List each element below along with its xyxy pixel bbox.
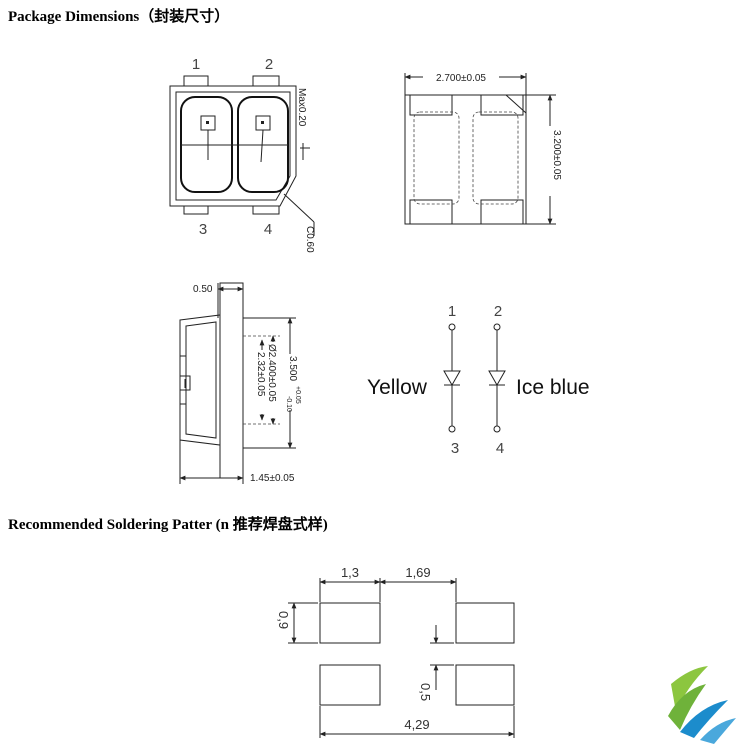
bottom-dim-label: 1.45±0.05 <box>250 473 295 484</box>
length-tol-plus: +0.05 <box>294 386 301 404</box>
schematic-pin-4: 4 <box>496 440 504 457</box>
diameter-label: Ø2.400±0.05 <box>266 344 277 402</box>
schematic-pin-2: 2 <box>494 303 502 320</box>
schematic-diagram: 1 2 3 4 Yellow Ice blue <box>367 303 590 457</box>
schematic-pin-3: 3 <box>451 440 459 457</box>
back-pad-br <box>480 199 524 225</box>
solder-pad-tr <box>455 602 515 644</box>
chamfer-leader <box>283 193 315 223</box>
back-view-drawing: 2.700±0.05 3.200±0.05 <box>404 72 562 225</box>
die-right-dot <box>261 121 264 124</box>
max-thickness-label: Max0.20 <box>296 88 307 127</box>
side-view-drawing: 0.50 3.500 +0.05 -0.10 Ø2.400±0.05 2.32±… <box>179 282 301 484</box>
top-pin-2-label: 2 <box>265 56 273 73</box>
length-label: 3.500 <box>287 356 298 381</box>
wire-right <box>260 129 264 163</box>
soldering-pattern-heading: Recommended Soldering Patter (n 推荐焊盘式样) <box>8 517 328 533</box>
terminal-1 <box>448 323 456 331</box>
diode-ice-blue-icon <box>488 370 506 387</box>
pad-gap-label: 1,69 <box>405 565 430 580</box>
top-pin-3-label: 3 <box>199 221 207 238</box>
chamfer-label: C0.60 <box>304 226 315 253</box>
back-pad-bl <box>409 199 453 225</box>
pin1-tab <box>183 75 209 87</box>
top-view-drawing: 1 2 3 4 Max0.20 C0.60 <box>169 56 315 253</box>
width-label: 2.700±0.05 <box>436 73 486 84</box>
terminal-4 <box>493 425 501 433</box>
package-dimensions-heading: Package Dimensions（封装尺寸） <box>8 9 230 25</box>
ice-blue-label: Ice blue <box>516 376 590 399</box>
back-pad-right-dashed <box>472 111 519 205</box>
top-pin-4-label: 4 <box>264 221 272 238</box>
back-body-outline <box>404 94 527 225</box>
back-pad-tl <box>409 94 453 116</box>
solder-pad-tl <box>319 602 381 644</box>
package-body-outline <box>169 85 297 207</box>
back-pad-left-dashed <box>413 111 460 205</box>
pin4-tab <box>252 205 280 215</box>
terminal-3 <box>448 425 456 433</box>
side-lens-outline <box>179 314 221 446</box>
top-pin-1-label: 1 <box>192 56 200 73</box>
total-width-label: 4,29 <box>404 717 429 732</box>
top-dim-label: 0.50 <box>193 284 213 295</box>
side-lead-frame <box>219 282 244 479</box>
die-left-dot <box>206 121 209 124</box>
terminal-2 <box>493 323 501 331</box>
pad-width-label: 1,3 <box>341 565 359 580</box>
solder-pad-bl <box>319 664 381 706</box>
solder-pad-br <box>455 664 515 706</box>
diode-yellow-icon <box>443 370 461 387</box>
pin2-tab <box>252 75 280 87</box>
brand-logo-icon <box>668 666 736 744</box>
soldering-pattern-drawing: 1,3 1,69 0,9 0,5 4,29 <box>276 565 515 738</box>
inner-dim-label: 2.32±0.05 <box>255 352 266 397</box>
pad-vertical-gap-label: 0,5 <box>418 683 433 701</box>
yellow-label: Yellow <box>367 376 428 399</box>
back-pad-tr <box>480 94 524 116</box>
pin3-tab <box>183 205 209 215</box>
pad-height-label: 0,9 <box>276 611 291 629</box>
schematic-pin-1: 1 <box>448 303 456 320</box>
height-label: 3.200±0.05 <box>551 130 562 180</box>
length-tol-minus: -0.10 <box>285 396 292 412</box>
